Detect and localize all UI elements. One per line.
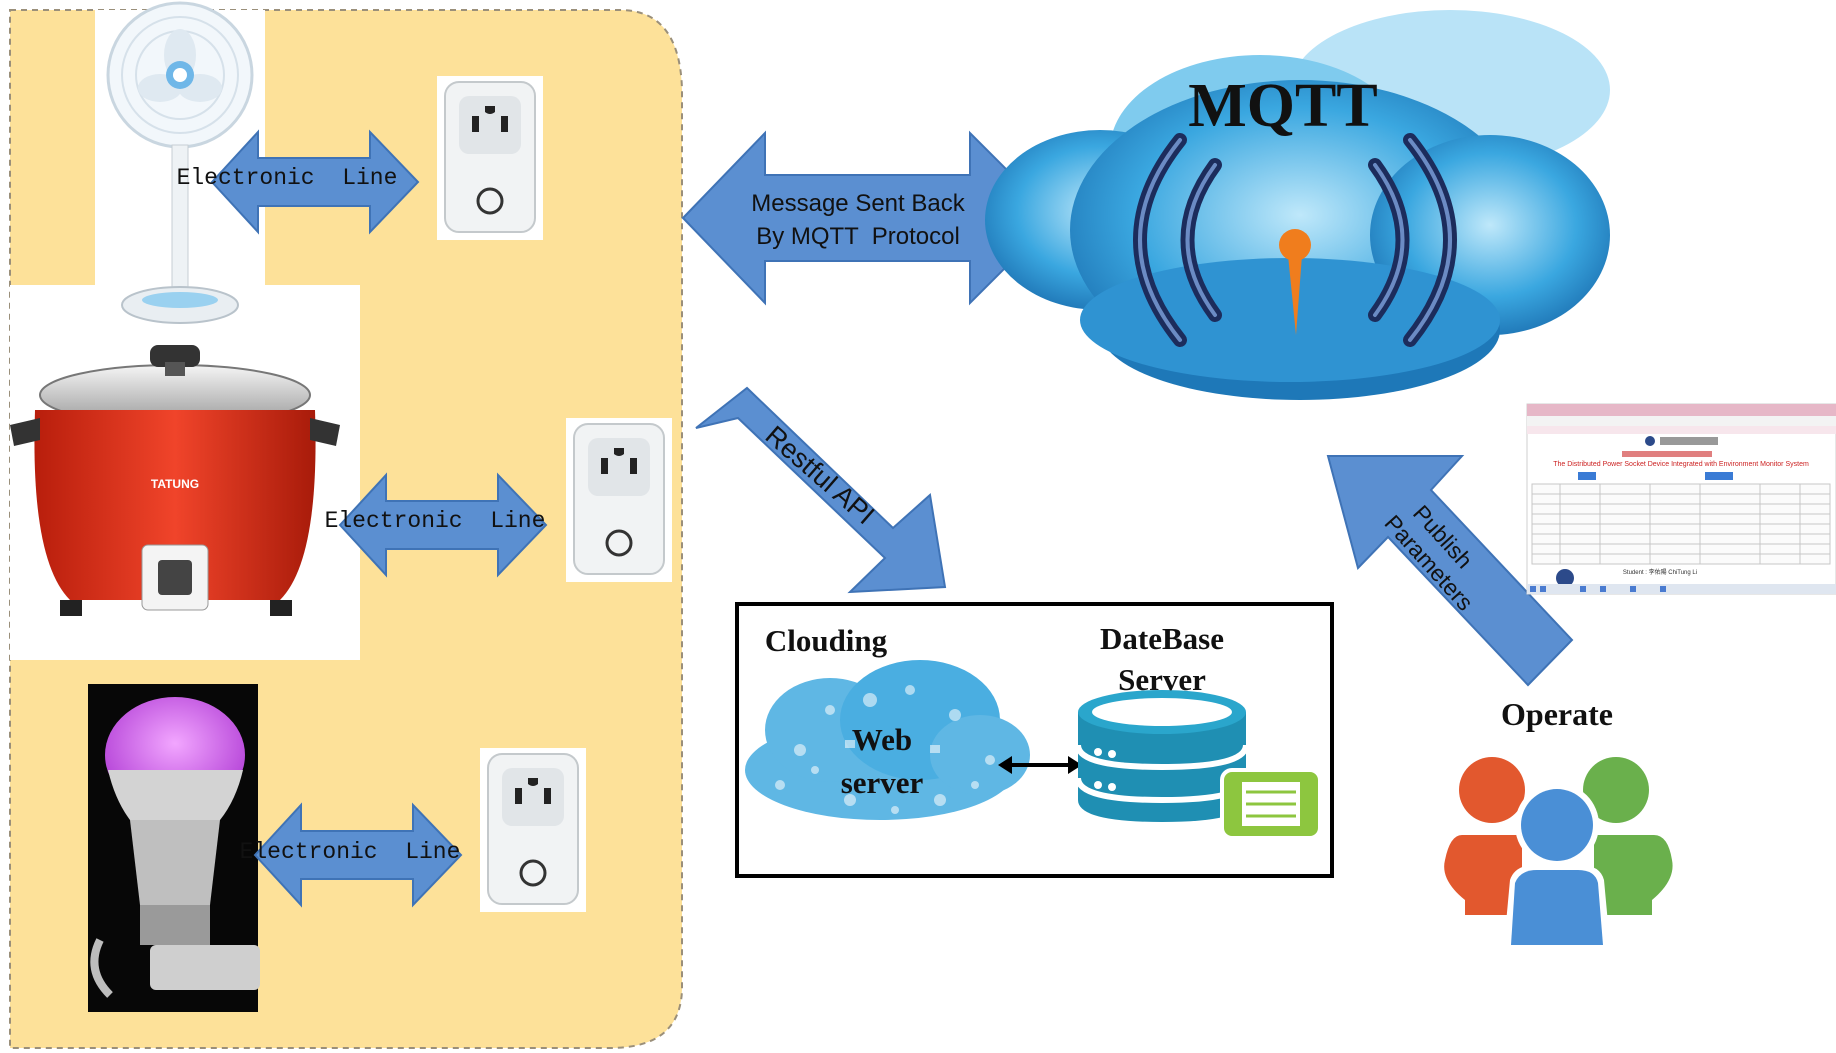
mqtt-cloud-icon: MQTT <box>985 10 1610 400</box>
mqtt-arrow-line1: Message Sent Back <box>751 190 965 217</box>
operate-label: Operate <box>1501 696 1613 732</box>
restful-api-arrow: Restful API <box>695 386 947 594</box>
database-server-line2: Server <box>1118 662 1206 697</box>
electronic-line-arrow: Electronic Line <box>325 472 548 578</box>
connection-arrow <box>998 756 1082 774</box>
restful-api-label: Restful API <box>760 420 880 530</box>
smart-socket-icon <box>437 76 543 240</box>
users-icon <box>1444 757 1673 945</box>
database-server-line1: DateBase <box>1100 621 1224 656</box>
electronic-line-label: Electronic Line <box>240 839 461 865</box>
web-page-title: The Distributed Power Socket Device Inte… <box>1553 461 1809 468</box>
mqtt-message-arrow: Message Sent Back By MQTT Protocol <box>681 130 1057 306</box>
electronic-line-arrow: Electronic Line <box>177 129 420 235</box>
web-server-cloud-icon: Web server <box>745 660 1030 820</box>
web-page-student: Student : 李佑陽 ChiTung Li <box>1623 568 1697 576</box>
mqtt-arrow-line2: By MQTT Protocol <box>756 223 960 250</box>
electronic-line-arrow: Electronic Line <box>240 802 463 908</box>
web-page-screenshot: The Distributed Power Socket Device Inte… <box>1526 403 1836 595</box>
electronic-line-label: Electronic Line <box>325 508 546 534</box>
light-bulb-icon <box>88 684 260 1012</box>
smart-socket-icon <box>566 418 672 582</box>
smart-socket-icon <box>480 748 586 912</box>
web-server-line2: server <box>841 765 924 800</box>
server-box: Clouding Web server <box>735 602 1334 878</box>
fan-icon <box>106 1 254 324</box>
web-server-line1: Web <box>852 722 912 757</box>
mqtt-title: MQTT <box>1188 72 1377 140</box>
clouding-title: Clouding <box>765 623 888 658</box>
rice-cooker-brand: TATUNG <box>151 477 199 491</box>
rice-cooker-icon: TATUNG <box>10 345 340 616</box>
database-icon: DateBase Server <box>1075 621 1322 840</box>
electronic-line-label: Electronic Line <box>177 165 398 191</box>
